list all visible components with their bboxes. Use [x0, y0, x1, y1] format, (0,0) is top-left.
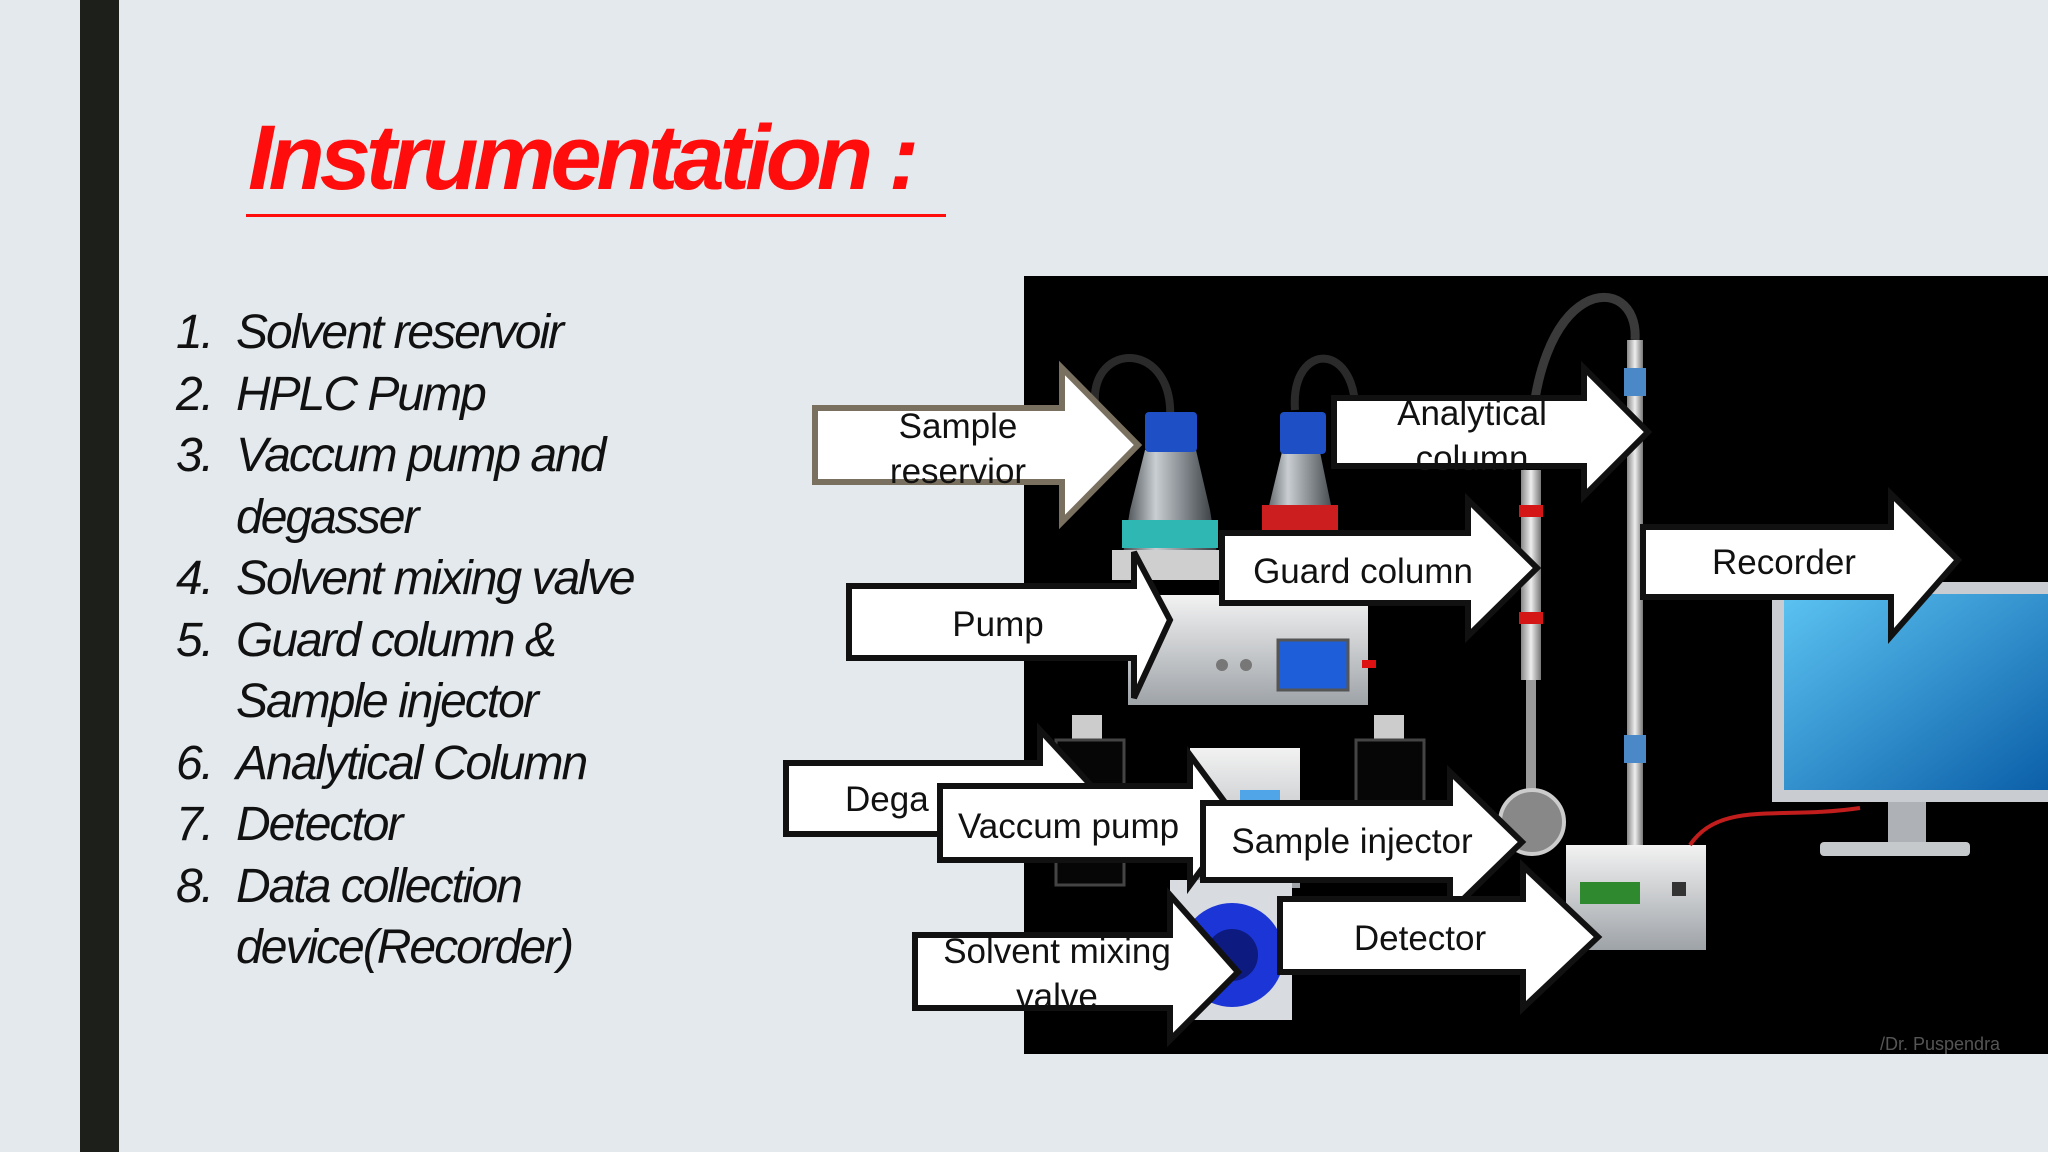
label-solvent-mixing-valve: Solvent mixing — [943, 932, 1171, 971]
arrow-sample-reservior: Sample reservior — [812, 360, 1143, 530]
bottle-liquid — [1122, 520, 1218, 548]
label-degasser: Dega — [845, 780, 929, 819]
pump-knob — [1240, 659, 1252, 671]
label-recorder: Recorder — [1712, 543, 1856, 582]
arrow-shape — [1331, 360, 1653, 504]
recorder-monitor — [1772, 582, 2048, 856]
list-text: HPLC Pump — [236, 367, 487, 421]
slide-title: Instrumentation : — [248, 107, 919, 209]
list-item: 7. Detector — [176, 794, 634, 856]
tubing — [1290, 354, 1360, 421]
list-item: 3. Vaccum pump and degasser — [176, 425, 634, 548]
label-pump: Pump — [952, 605, 1043, 644]
label-vaccum-pump: Vaccum pump — [958, 807, 1179, 846]
monitor-screen — [1784, 594, 2048, 790]
arrow-pump: Pump — [846, 550, 1174, 700]
list-number: 4. — [176, 552, 214, 605]
title-underline — [246, 214, 946, 217]
arrow-shape — [846, 550, 1174, 700]
tubing — [1090, 354, 1175, 421]
watermark: /Dr. Puspendra — [1880, 1034, 2001, 1054]
arrow-shape — [1200, 764, 1527, 920]
column-band — [1624, 735, 1646, 763]
bottle-cap — [1280, 412, 1326, 454]
list-text: Data collection — [236, 859, 523, 913]
list-number: 5. — [176, 613, 214, 667]
list-text: Solvent mixing valve — [236, 552, 636, 605]
arrow-shape — [812, 360, 1143, 530]
bottle-cap — [1145, 412, 1197, 452]
fitting — [1072, 715, 1102, 741]
arrow-shape — [1640, 486, 1963, 644]
label-sample-injector: Sample injector — [1231, 822, 1473, 861]
column-band — [1519, 612, 1543, 624]
pump-knob — [1216, 659, 1228, 671]
column-band — [1519, 505, 1543, 517]
list-text-cont: Sample injector — [236, 675, 539, 728]
arrow-solvent-mixing-valve: Solvent mixing valve — [912, 887, 1243, 1048]
fitting — [1374, 715, 1404, 741]
list-text: Detector — [236, 798, 403, 851]
injector-stem — [1526, 680, 1536, 790]
arrow-vaccum-pump: Vaccum pump — [937, 745, 1242, 895]
arrow-analytical-column: Analytical column — [1331, 360, 1653, 504]
signal-cable — [1688, 806, 1861, 847]
arrow-detector: Detector — [1277, 859, 1603, 1015]
analytical-column — [1627, 340, 1643, 860]
arrow-shape — [1277, 859, 1603, 1015]
list-text: Solvent reservoir — [236, 306, 564, 359]
arrow-sample-injector: Sample injector — [1200, 764, 1527, 920]
list-item: 1. Solvent reservoir — [176, 302, 634, 364]
list-number: 6. — [176, 736, 214, 790]
arrow-recorder: Recorder — [1640, 486, 1963, 644]
pump-port — [1362, 660, 1376, 668]
list-item: 8. Data collection device(Recorder) — [176, 856, 634, 979]
arrow-guard-column: Guard column — [1219, 492, 1542, 644]
label-guard-column: Guard column — [1253, 552, 1473, 591]
list-item: 4. Solvent mixing valve — [176, 548, 636, 610]
arrow-shape — [1219, 492, 1542, 644]
label-sample-reservior: Sample — [899, 407, 1018, 446]
detector-button — [1672, 882, 1686, 896]
label-analytical-column-2: column — [1416, 439, 1529, 478]
list-text: Analytical Column — [236, 736, 588, 790]
component-list: 1. Solvent reservoir 2. HPLC Pump 3. Vaccum… — [176, 302, 636, 979]
list-text: Vaccum pump and — [236, 429, 606, 482]
column-band — [1624, 368, 1646, 396]
list-item: 2. HPLC Pump — [176, 364, 634, 426]
pump-top — [1112, 550, 1232, 580]
list-number: 8. — [176, 859, 214, 913]
monitor-stand — [1888, 802, 1926, 848]
list-text-cont: degasser — [236, 490, 419, 544]
list-item: 6. Analytical Column — [176, 733, 634, 795]
list-text: Guard column & — [236, 613, 557, 667]
list-number: 7. — [176, 798, 214, 851]
list-number: 2. — [176, 367, 214, 421]
pump-display — [1276, 638, 1350, 692]
label-sample-reservior-2: reservior — [890, 452, 1026, 491]
list-number: 1. — [176, 306, 214, 359]
valve-indicator — [1240, 790, 1280, 800]
label-analytical-column: Analytical — [1397, 394, 1547, 433]
detector-display — [1580, 882, 1640, 904]
label-solvent-mixing-valve-2: valve — [1016, 977, 1098, 1016]
list-item: 5. Guard column & Sample injector — [176, 610, 634, 733]
list-text-cont: device(Recorder) — [236, 921, 574, 974]
arrow-shape — [912, 887, 1243, 1048]
left-accent-bar — [80, 0, 119, 1152]
label-detector: Detector — [1354, 919, 1487, 958]
list-number: 3. — [176, 429, 214, 482]
monitor-base — [1820, 842, 1970, 856]
solvent-bottle — [1122, 412, 1218, 560]
